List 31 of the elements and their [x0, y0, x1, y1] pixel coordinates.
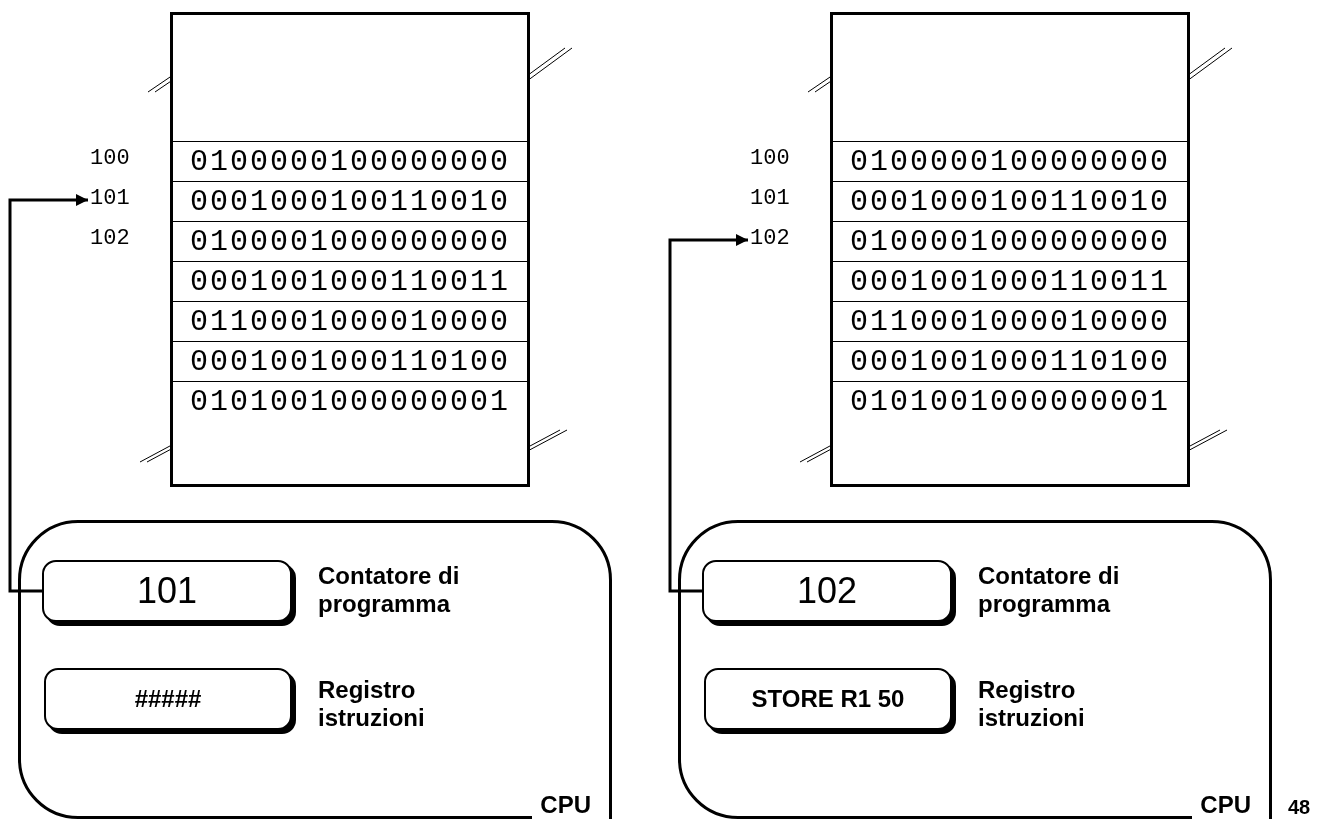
memory-cell: 0100000100000000: [833, 141, 1187, 182]
memory-cell: 0101001000000001: [833, 381, 1187, 422]
address-label: 100: [750, 146, 790, 172]
page-number: 48: [1288, 796, 1311, 819]
memory-cell: 0001000100110010: [833, 181, 1187, 222]
memory-cell: 0001001000110011: [833, 261, 1187, 302]
address-label: 101: [750, 186, 790, 212]
memory-cell: 0100001000000000: [173, 221, 527, 262]
memory-block: [170, 12, 530, 487]
memory-cell: 0001001000110100: [833, 341, 1187, 382]
memory-cell: 0100001000000000: [833, 221, 1187, 262]
cpu-block: [678, 520, 1272, 819]
address-label: 101: [90, 186, 150, 214]
register-label: Contatore di programma: [978, 562, 1121, 618]
memory-cell: 0001001000110100: [173, 341, 527, 382]
arrow: [8, 194, 88, 593]
register-label: Registro istruzioni: [318, 676, 426, 732]
address-label: 100: [90, 146, 130, 172]
memory-cell: 0110001000010000: [173, 301, 527, 342]
arrow: [668, 234, 748, 593]
cpu-block: [18, 520, 612, 819]
memory-block: [830, 12, 1190, 487]
register-label: Contatore di programma: [318, 562, 461, 618]
address-label: 102: [750, 226, 810, 254]
address-label: 102: [90, 226, 130, 252]
register-label: Registro istruzioni: [978, 676, 1086, 732]
memory-cell: 0001001000110011: [173, 261, 527, 302]
memory-cell: 0100000100000000: [173, 141, 527, 182]
memory-cell: 0110001000010000: [833, 301, 1187, 342]
memory-cell: 0101001000000001: [173, 381, 527, 422]
memory-cell: 0001000100110010: [173, 181, 527, 222]
